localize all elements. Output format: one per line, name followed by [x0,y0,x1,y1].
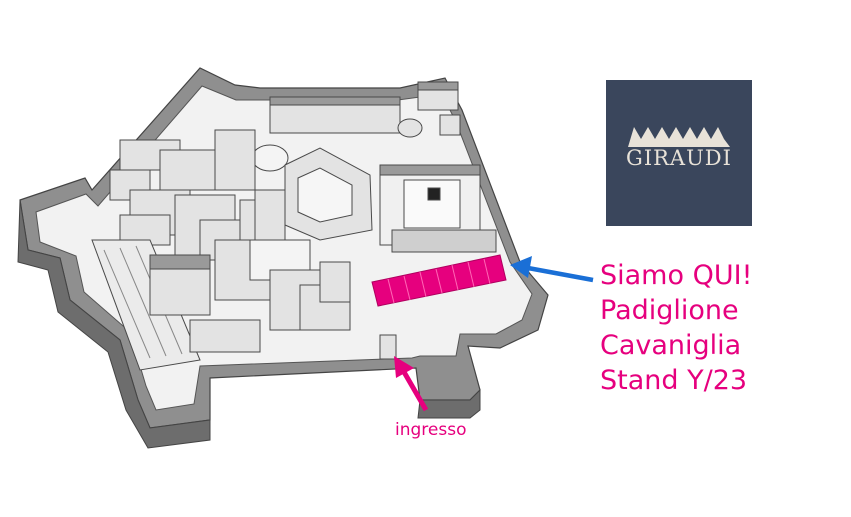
logo-text: GIRAUDI [626,146,732,170]
crown-icon [628,127,730,147]
pavilion-highlight [371,254,507,307]
callout-line-pavilion-name: Cavaniglia [600,330,742,361]
giraudi-logo: GIRAUDI [606,80,752,226]
callout-line-here: Siamo QUI! [600,260,753,291]
callout-line-pavilion: Padiglione [600,295,739,326]
location-arrow [510,256,594,283]
location-callout: Siamo QUI! Padiglione Cavaniglia Stand Y… [600,258,752,398]
entrance-label: ingresso [395,420,467,440]
entrance-arrow [394,356,429,412]
fortress-buildings [91,81,497,371]
callout-line-stand: Stand Y/23 [600,365,748,396]
